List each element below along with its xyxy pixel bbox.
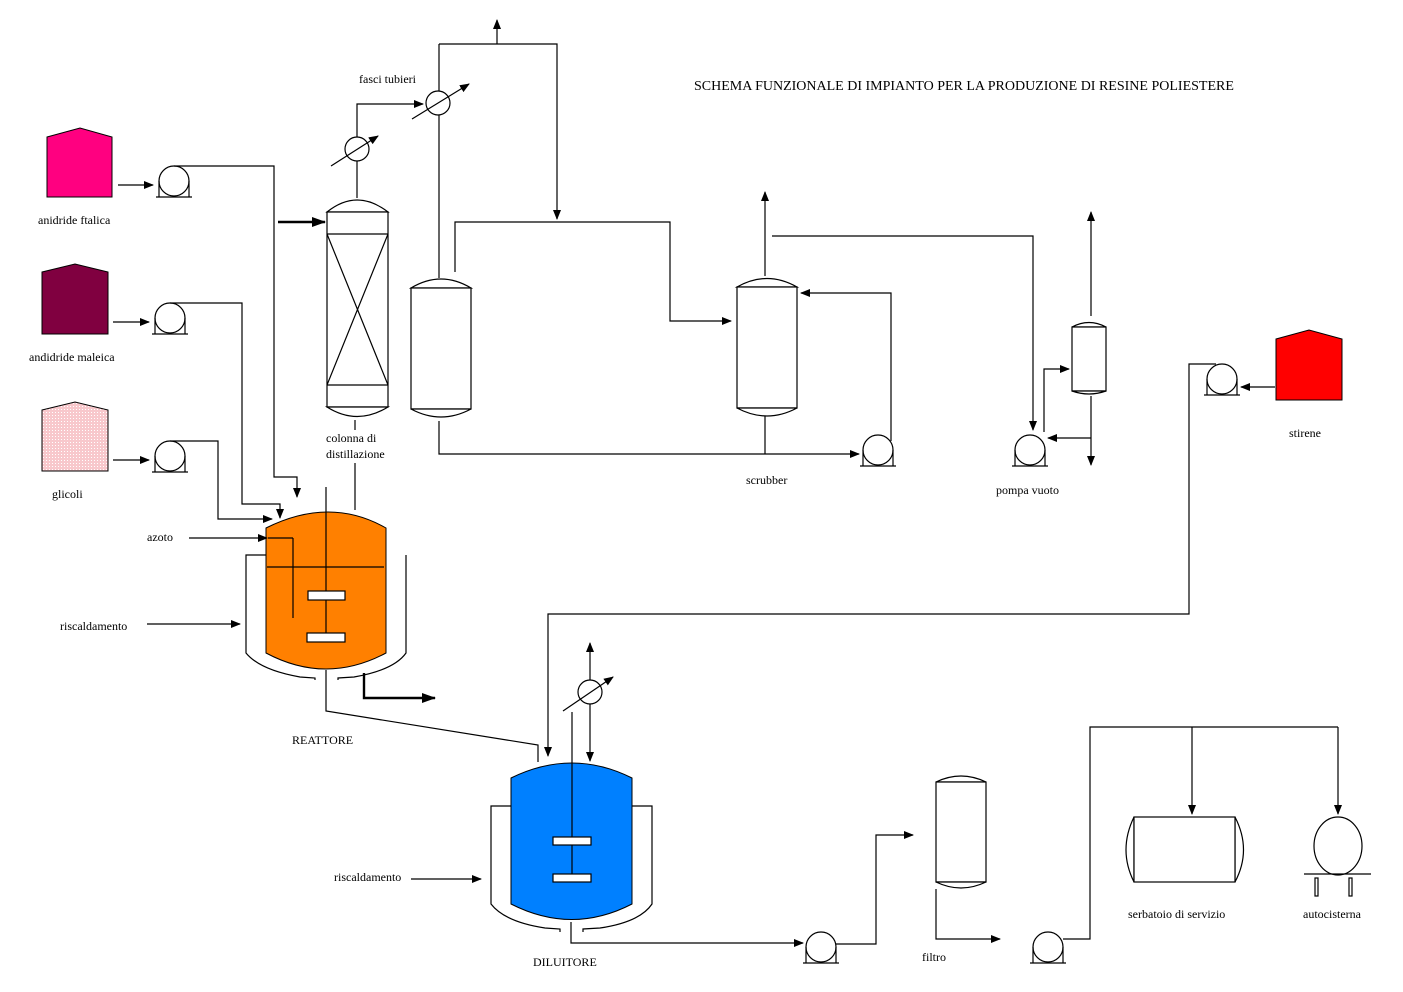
pump-glicoli[interactable] <box>152 440 188 473</box>
label-colonna-1: colonna di <box>326 431 377 445</box>
pump-filtro-outlet[interactable] <box>1030 931 1066 964</box>
line-diluitore-to-pump <box>570 922 804 947</box>
line-pump-to-filtro <box>836 831 914 945</box>
label-anidride-ftalica: anidride ftalica <box>38 213 111 227</box>
receiver-vessel[interactable] <box>408 278 474 418</box>
diagram-title: SCHEMA FUNZIONALE DI IMPIANTO PER LA PRO… <box>694 79 1234 94</box>
serbatoio-di-servizio[interactable] <box>1125 816 1244 883</box>
tank-andidride-maleica[interactable] <box>41 263 109 335</box>
heat-exchanger-2[interactable] <box>411 83 470 120</box>
line-recirculation-to-scrubber <box>800 289 892 441</box>
autocisterna[interactable] <box>1304 816 1371 897</box>
label-reattore: REATTORE <box>292 733 353 747</box>
tank-glicoli[interactable] <box>41 401 109 472</box>
diluitore[interactable] <box>510 712 633 920</box>
label-azoto: azoto <box>147 530 173 544</box>
reactor-jacket <box>245 554 407 680</box>
pump-scrubber-recirculation[interactable] <box>860 434 896 467</box>
label-filtro: filtro <box>922 950 946 964</box>
line-scrubber-to-vacuum-pump <box>772 235 1037 431</box>
line-anidride-ftalica-to-reactor <box>174 165 301 498</box>
line-filtro-to-pump <box>935 889 1001 943</box>
scrubber-vessel[interactable] <box>734 278 800 417</box>
jacket-outlet-arrow <box>362 673 436 703</box>
pump-diluitore-outlet[interactable] <box>803 931 839 964</box>
line-maleica-to-reactor <box>170 302 284 519</box>
label-pompa-vuoto: pompa vuoto <box>996 483 1059 497</box>
line-exchanger1-to-exchanger2 <box>356 100 424 137</box>
vacuum-separator[interactable] <box>1071 321 1107 395</box>
tank-anidride-ftalica[interactable] <box>46 127 113 198</box>
line-pump-to-separator <box>1043 365 1070 432</box>
line-stirene-to-diluitore <box>544 363 1216 757</box>
label-autocisterna: autocisterna <box>1303 907 1362 921</box>
label-diluitore: DILUITORE <box>533 955 597 969</box>
pump-andidride-maleica[interactable] <box>152 302 188 335</box>
label-fasci-tubieri: fasci tubieri <box>359 72 417 86</box>
pump-anidride-ftalica[interactable] <box>156 165 192 198</box>
filtro[interactable] <box>935 775 987 889</box>
label-scrubber: scrubber <box>746 473 787 487</box>
tank-stirene[interactable] <box>1275 329 1343 401</box>
label-riscaldamento-reattore: riscaldamento <box>60 619 127 633</box>
label-glicoli: glicoli <box>52 487 83 501</box>
diluitore-jacket <box>490 805 653 932</box>
line-product-header <box>1063 726 1338 940</box>
label-serbatoio: serbatoio di servizio <box>1128 907 1225 921</box>
label-stirene: stirene <box>1289 426 1321 440</box>
label-andidride-maleica: andidride maleica <box>29 350 115 364</box>
heat-exchanger-1[interactable] <box>330 135 379 167</box>
pump-stirene[interactable] <box>1204 363 1240 396</box>
pump-vuoto[interactable] <box>1012 434 1048 467</box>
line-reactor-to-diluitore <box>325 670 539 762</box>
label-colonna-2: distillazione <box>326 447 385 461</box>
line-glicoli-to-reactor <box>170 440 273 523</box>
line-receiver-to-scrubber <box>454 221 732 325</box>
label-riscaldamento-diluitore: riscaldamento <box>334 870 401 884</box>
line-receiver-bottom-to-pump <box>438 421 860 458</box>
reactor[interactable] <box>265 487 387 670</box>
line-top-to-scrubber-feed <box>439 43 561 220</box>
distillation-column[interactable] <box>324 199 391 417</box>
heat-exchanger-diluitore[interactable] <box>562 676 614 712</box>
